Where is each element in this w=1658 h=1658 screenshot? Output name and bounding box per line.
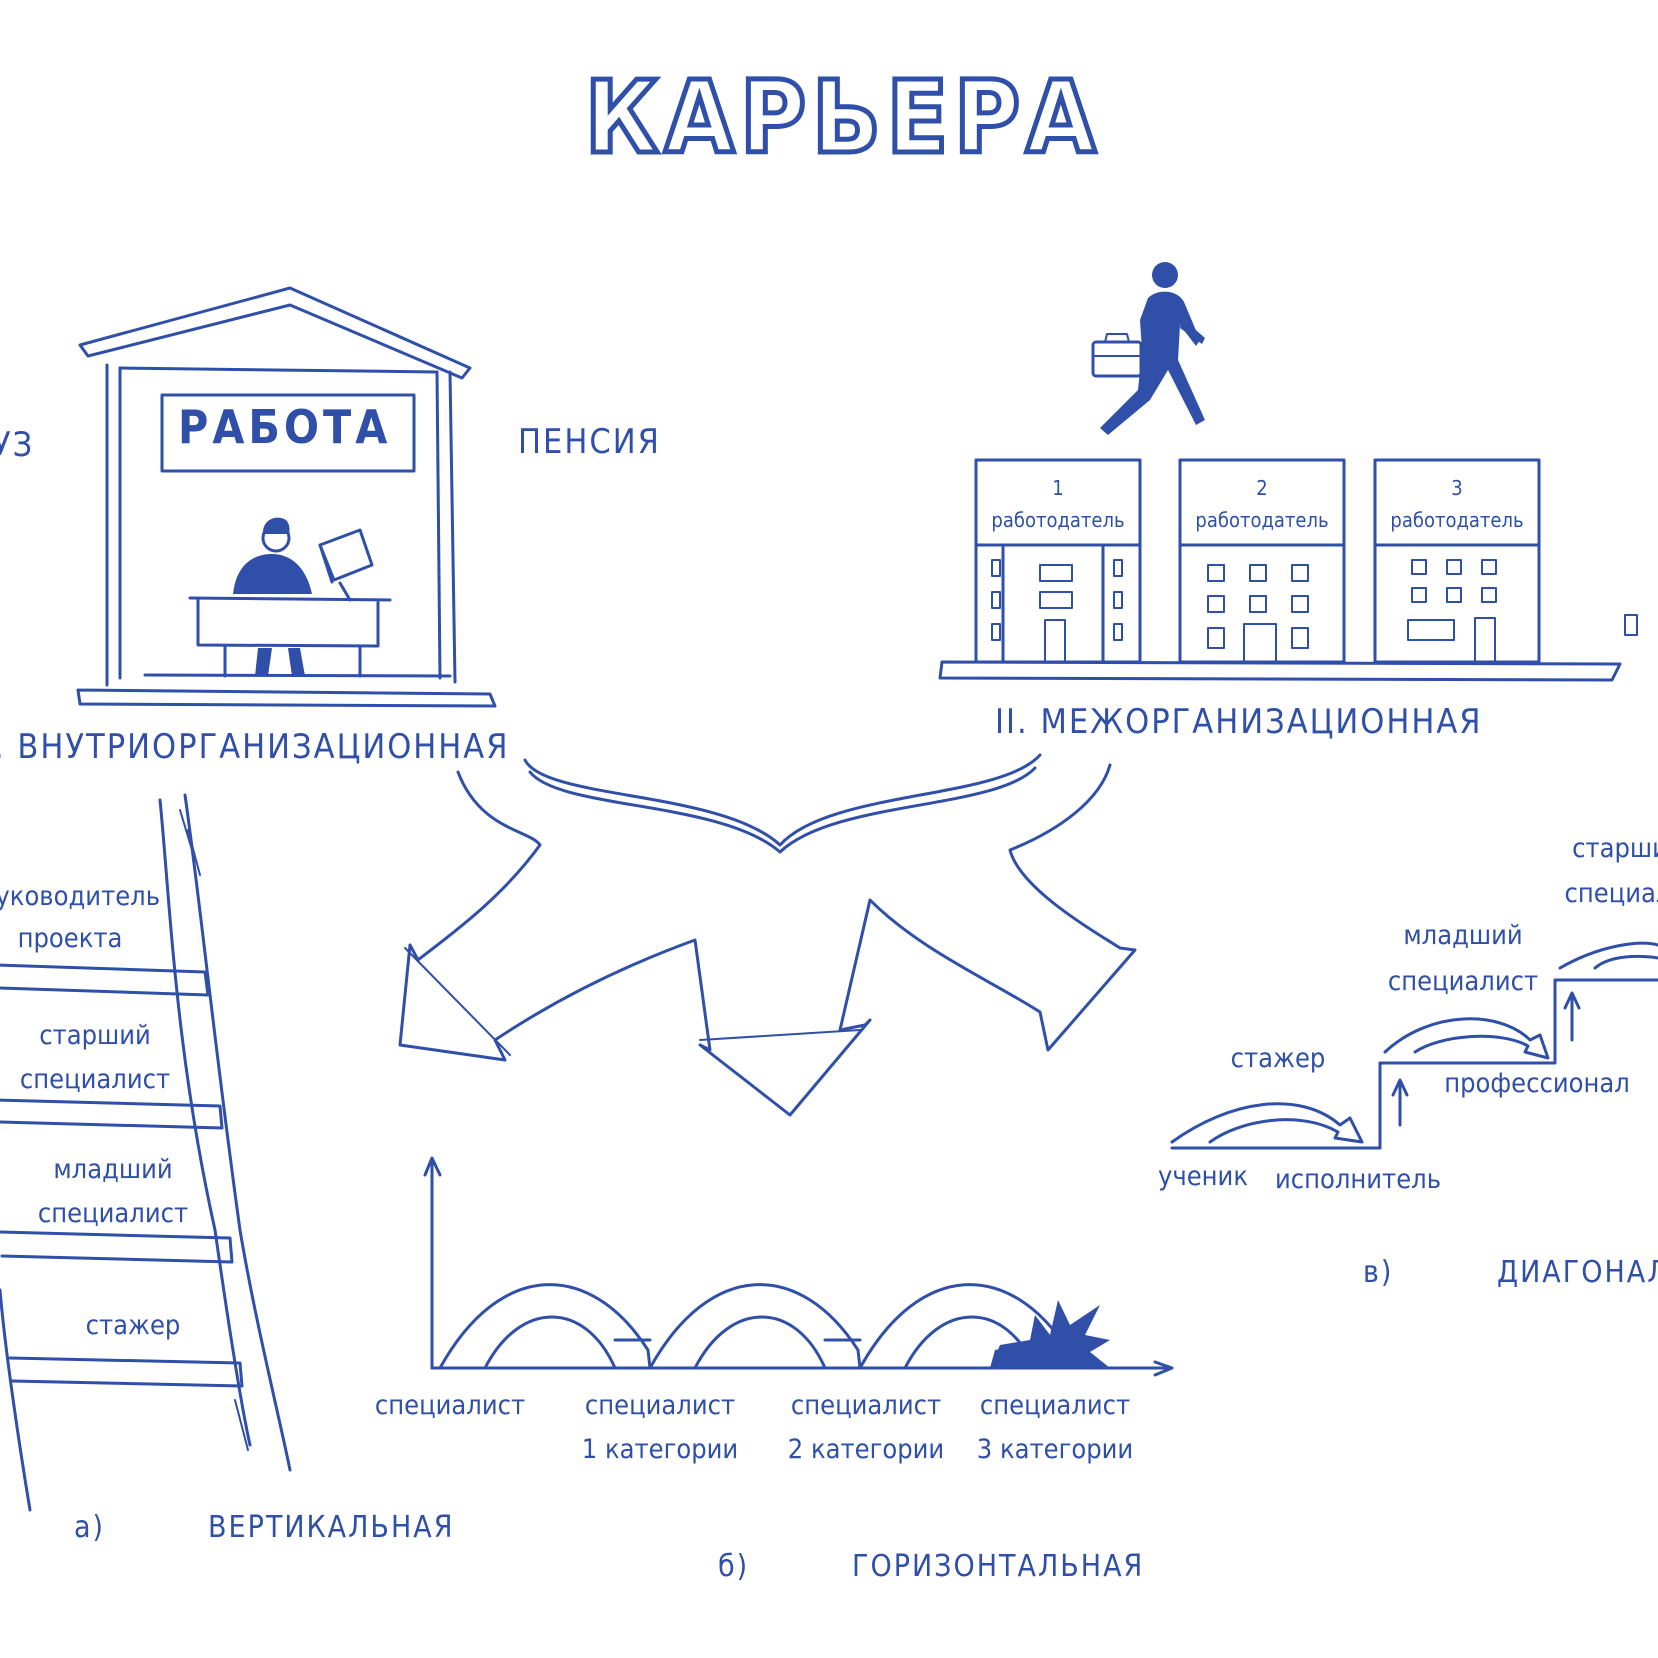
work-building <box>76 286 497 708</box>
rung-label-intern: стажер <box>85 1310 181 1341</box>
pension-label: ПЕНСИЯ <box>518 422 661 462</box>
d-label-performer: исполнитель <box>1274 1164 1442 1195</box>
vertical-name: ВЕРТИКАЛЬНАЯ <box>208 1510 455 1545</box>
h-label-3-line2: 3 категории <box>976 1434 1134 1465</box>
d-label-professional: профессионал <box>1444 1068 1630 1099</box>
horizontal-career-chart <box>423 1156 1174 1377</box>
horizontal-name: ГОРИЗОНТАЛЬНАЯ <box>852 1549 1145 1584</box>
h-label-3-line1: специалист <box>979 1390 1131 1421</box>
vertical-letter: а) <box>74 1510 106 1545</box>
h-label-1-line1: специалист <box>584 1390 736 1421</box>
d-label-senior-2: специал <box>1564 878 1658 909</box>
h-label-2-line2: 2 категории <box>787 1434 945 1465</box>
employer-2-number: 2 <box>1256 476 1268 500</box>
rung-label-junior-2: специалист <box>37 1198 189 1229</box>
employer-buildings <box>938 458 1638 682</box>
h-label-1-line2: 1 категории <box>581 1434 739 1465</box>
rung-label-project-lead-1: руководитель <box>0 881 161 912</box>
rung-label-junior-1: младший <box>53 1154 173 1185</box>
d-label-student: ученик <box>1157 1161 1249 1192</box>
work-sign: РАБОТА <box>178 400 392 454</box>
diagonal-letter: в) <box>1363 1255 1394 1290</box>
branching-arrows <box>398 753 1137 1117</box>
h-label-0-line1: специалист <box>374 1390 526 1421</box>
employer-1-number: 1 <box>1052 476 1064 500</box>
inter-organizational-label: II. МЕЖОРГАНИЗАЦИОННАЯ <box>995 702 1483 742</box>
employer-3-label: работодатель <box>1390 508 1524 532</box>
horizontal-letter: б) <box>718 1549 750 1584</box>
page-title: КАРЬЕРА <box>583 59 1102 176</box>
diagonal-name: ДИАГОНАЛЬНА <box>1497 1255 1658 1290</box>
intra-organizational-label: . ВНУТРИОРГАНИЗАЦИОННАЯ <box>0 727 510 767</box>
d-label-junior-2: специалист <box>1387 966 1539 997</box>
employer-1-label: работодатель <box>991 508 1125 532</box>
rung-label-project-lead-2: проекта <box>17 923 123 954</box>
university-label-cut: УЗ <box>0 425 35 465</box>
career-ladder <box>0 793 292 1512</box>
employer-2-label: работодатель <box>1195 508 1329 532</box>
walking-businessman-icon <box>1091 262 1205 435</box>
rung-label-senior-1: старший <box>39 1020 151 1051</box>
rung-label-senior-2: специалист <box>19 1064 171 1095</box>
d-label-junior-1: младший <box>1403 920 1523 951</box>
employer-3-number: 3 <box>1451 476 1463 500</box>
diagonal-career-steps <box>1170 941 1658 1150</box>
d-label-intern: стажер <box>1230 1043 1326 1074</box>
d-label-senior-1: старши <box>1572 833 1658 864</box>
h-label-2-line1: специалист <box>790 1390 942 1421</box>
